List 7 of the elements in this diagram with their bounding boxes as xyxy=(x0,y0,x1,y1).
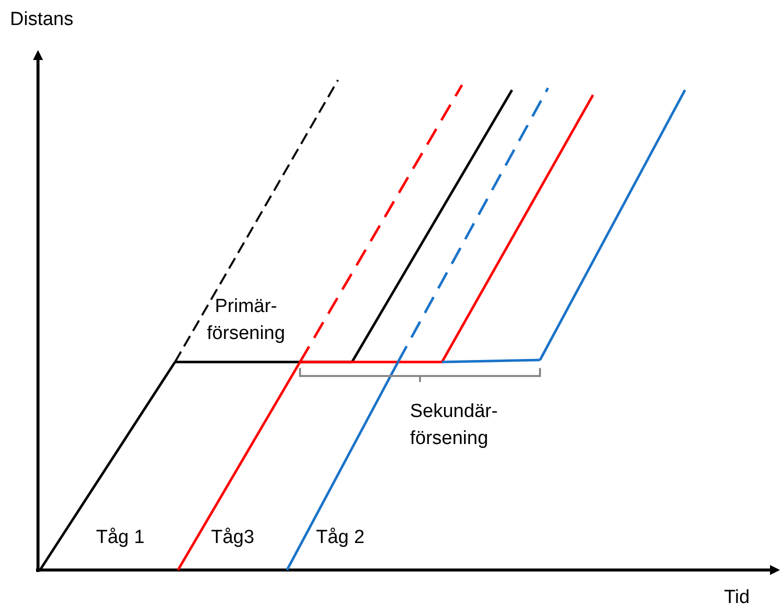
train-label: Tåg 1 xyxy=(96,526,145,550)
train-label: Tåg3 xyxy=(211,526,254,550)
annotation: Sekundär- försening xyxy=(410,400,499,451)
annotation: Primär- försening xyxy=(206,295,286,346)
axis-label: Distans xyxy=(10,8,74,32)
train-label: Tåg 2 xyxy=(316,526,365,550)
axis-label: Tid xyxy=(724,586,750,610)
